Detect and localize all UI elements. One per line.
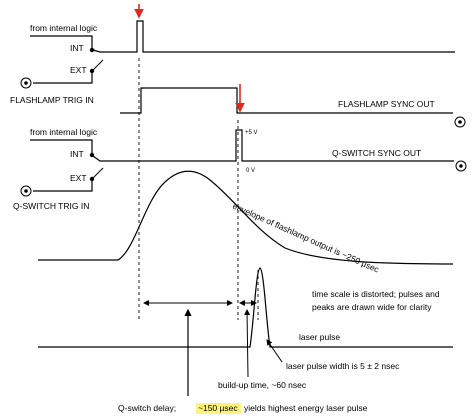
connector-dot-2 xyxy=(458,120,462,124)
int-node-1 xyxy=(89,47,95,53)
qswitch-sync-out-label: Q-SWITCH SYNC OUT xyxy=(332,148,421,158)
qdelay-highlight-bg xyxy=(196,403,241,414)
trigger-pulse-line xyxy=(92,20,455,53)
qdelay-highlight-label: ~150 µsec xyxy=(198,403,238,413)
buildup-pointer-arrow xyxy=(244,309,251,378)
connector-dot-1 xyxy=(24,81,28,85)
flashlamp-sync-out-label: FLASHLAMP SYNC OUT xyxy=(338,99,435,109)
qdelay-prefix-label: Q-switch delay; xyxy=(118,403,176,413)
zero-v-label: 0 V xyxy=(246,168,255,174)
int-wire-2 xyxy=(30,139,93,153)
pulse-width-arrow xyxy=(266,339,283,363)
buildup-label: build-up time, ~60 nsec xyxy=(218,380,307,390)
int-label-2: INT xyxy=(70,149,84,159)
note-line-1: time scale is distorted; pulses and xyxy=(312,289,440,299)
ext-wire-1 xyxy=(33,72,93,84)
laser-pulse-label: laser pulse xyxy=(299,332,340,342)
from-internal-logic-label-1: from internal logic xyxy=(30,23,98,33)
qswitch-trig-in-label: Q-SWITCH TRIG IN xyxy=(13,201,89,211)
connector-dot-3 xyxy=(459,164,463,168)
note-line-2: peaks are drawn wide for clarity xyxy=(312,302,432,312)
int-label-1: INT xyxy=(70,43,84,53)
ext-label-2: EXT xyxy=(70,173,87,183)
qswitch-sync-line xyxy=(92,129,454,162)
ext-wire-2 xyxy=(33,180,93,192)
flashlamp-trig-in-label: FLASHLAMP TRIG IN xyxy=(10,95,94,105)
flashlamp-sync-line xyxy=(120,87,453,114)
flashlamp-trig-connector xyxy=(20,77,32,89)
laser-pulse-line xyxy=(38,267,453,348)
switch-lever-2 xyxy=(92,167,104,179)
qswitch-trig-connector xyxy=(20,185,32,197)
plus-5v-label: +5 V xyxy=(245,130,258,136)
switch-lever-1 xyxy=(92,59,104,71)
pulse-width-label: laser pulse width is 5 ± 2 nsec xyxy=(286,361,400,371)
ext-label-1: EXT xyxy=(70,65,87,75)
from-internal-logic-label-2: from internal logic xyxy=(30,127,98,137)
connector-dot-4 xyxy=(24,189,28,193)
flashlamp-sync-connector xyxy=(454,116,466,128)
int-wire-1 xyxy=(30,35,93,48)
envelope-label: envelope of flashlamp output is ~250 µse… xyxy=(231,201,381,275)
qdelay-suffix-label: yields highest energy laser pulse xyxy=(244,403,368,413)
flashlamp-envelope-curve xyxy=(38,170,454,265)
qswitch-sync-connector xyxy=(455,160,467,172)
